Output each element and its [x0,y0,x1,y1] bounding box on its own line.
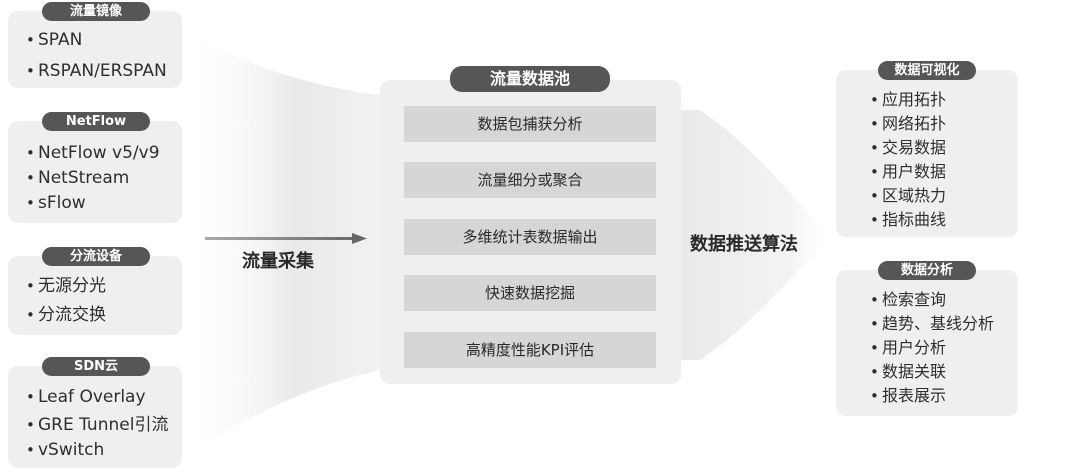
list-item: •区域热力 [870,186,947,205]
source-list-netflow: •NetFlow v5/v9 •NetStream •sFlow [26,141,160,216]
pool-title: 流量数据池 [450,66,610,92]
list-item: •sFlow [26,193,86,213]
source-title-netflow: NetFlow [42,112,150,131]
right-funnel [681,110,836,360]
left-funnel [184,30,382,460]
pool-item-aggregate: 流量细分或聚合 [404,162,656,198]
source-list-sdn: •Leaf Overlay •GRE Tunnel引流 •vSwitch [26,385,168,463]
source-title-splitter: 分流设备 [42,247,150,266]
collect-label: 流量采集 [242,251,314,272]
push-algorithm-label: 数据推送算法 [690,234,798,255]
list-item: •趋势、基线分析 [870,314,995,333]
list-item: •交易数据 [870,138,947,157]
list-item: •用户分析 [870,338,947,357]
pool-item-capture: 数据包捕获分析 [404,106,656,142]
output-title-visualization: 数据可视化 [878,61,976,80]
collect-arrow-head [352,233,367,244]
output-list-analysis: •检索查询 •趋势、基线分析 •用户分析 •数据关联 •报表展示 [870,288,994,408]
pool-item-stats-output: 多维统计表数据输出 [404,219,656,255]
source-box-mirror: 流量镜像 •SPAN •RSPAN/ERSPAN [8,2,182,88]
list-item: •vSwitch [26,440,105,460]
source-title-mirror: 流量镜像 [42,2,150,21]
output-box-analysis: 数据分析 •检索查询 •趋势、基线分析 •用户分析 •数据关联 •报表展示 [836,261,1018,416]
traffic-data-pool: 流量数据池 数据包捕获分析 流量细分或聚合 多维统计表数据输出 快速数据挖掘 高… [380,66,681,384]
source-box-splitter: 分流设备 •无源分光 •分流交换 [8,247,182,335]
output-title-analysis: 数据分析 [878,261,976,280]
source-list-mirror: •SPAN •RSPAN/ERSPAN [26,28,167,84]
list-item: •应用拓扑 [870,90,947,109]
list-item: •SPAN [26,30,83,50]
list-item: •检索查询 [870,290,947,309]
output-box-visualization: 数据可视化 •应用拓扑 •网络拓扑 •交易数据 •用户数据 •区域热力 •指标曲… [836,61,1018,237]
list-item: •指标曲线 [870,210,947,229]
list-item: •用户数据 [870,162,947,181]
list-item: •分流交换 [26,305,106,325]
source-box-sdn: SDN云 •Leaf Overlay •GRE Tunnel引流 •vSwitc… [8,357,182,468]
pool-item-data-mining: 快速数据挖掘 [404,275,656,311]
list-item: •NetStream [26,168,130,188]
list-item: •无源分光 [26,276,106,296]
source-list-splitter: •无源分光 •分流交换 [26,274,106,328]
source-box-netflow: NetFlow •NetFlow v5/v9 •NetStream •sFlow [8,112,182,223]
list-item: •Leaf Overlay [26,387,146,407]
list-item: •数据关联 [870,362,947,381]
list-item: •NetFlow v5/v9 [26,143,160,163]
source-title-sdn: SDN云 [42,357,150,376]
output-list-visualization: •应用拓扑 •网络拓扑 •交易数据 •用户数据 •区域热力 •指标曲线 [870,88,946,232]
list-item: •网络拓扑 [870,114,947,133]
list-item: •报表展示 [870,386,947,405]
list-item: •GRE Tunnel引流 [26,415,169,435]
pool-item-kpi: 高精度性能KPI评估 [404,332,656,368]
collect-arrow-line [205,237,353,240]
list-item: •RSPAN/ERSPAN [26,61,167,81]
